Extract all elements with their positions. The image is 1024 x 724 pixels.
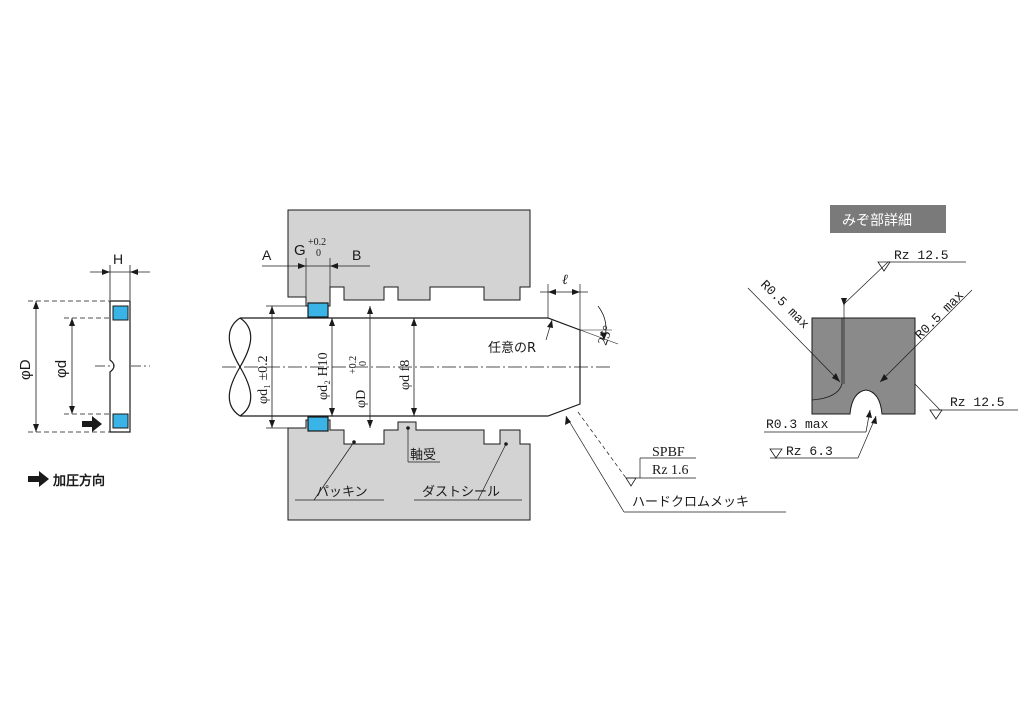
rz16-label: Rz 1.6	[652, 463, 689, 478]
phid-f8-label: φd f8	[398, 360, 413, 390]
phiD-label: φD	[17, 359, 34, 380]
packing-label: パッキン	[316, 485, 368, 500]
phid1-label: φd₁ ±0.2	[256, 355, 271, 404]
B-label: B	[352, 247, 361, 263]
rz125-top: Rz 12.5	[894, 248, 949, 263]
D-tol-lower: 0	[358, 361, 369, 366]
D-tol-upper: +0.2	[348, 356, 359, 374]
rz63: Rz 6.3	[786, 444, 833, 459]
phiD-main-label: φD	[354, 390, 369, 408]
groove-detail-view: みぞ部詳細 Rz 12.5 R0.5 max R0.5 max Rz 12.5 …	[747, 205, 1018, 459]
rz125-right: Rz 12.5	[950, 395, 1005, 410]
detail-title-badge	[830, 205, 946, 233]
r03: R0.3 max	[766, 417, 829, 432]
G-tol-upper: +0.2	[308, 237, 326, 248]
ell-label: ℓ	[562, 273, 568, 288]
angle-25-label: 25°	[596, 324, 617, 348]
A-label: A	[262, 247, 272, 263]
legend-text: 加圧方向	[52, 473, 105, 489]
r05-left: R0.5 max	[757, 277, 812, 332]
spbf-label: SPBF	[652, 445, 685, 460]
arrow-right-icon	[82, 416, 102, 432]
seal-side-view: H φD φd	[17, 251, 150, 433]
bearing-label: 軸受	[410, 448, 436, 463]
detail-title: みぞ部詳細	[842, 213, 912, 229]
pressure-direction-legend: 加圧方向	[28, 471, 105, 489]
G-tol-lower: 0	[316, 248, 321, 259]
hard-chrome-label: ハードクロムメッキ	[632, 495, 749, 510]
G-label: G	[294, 242, 306, 259]
phid2-label: φd₂ H10	[316, 352, 331, 400]
arrow-right-icon	[28, 471, 49, 487]
main-assembly-view: A B G +0.2 0 ℓ 25° 任意のR φd₁ ±0.2 φd₂ H10	[222, 209, 786, 521]
phid-label: φd	[53, 360, 70, 378]
dust-seal-label: ダストシール	[422, 485, 500, 500]
H-label: H	[113, 251, 123, 267]
arbitrary-R-label: 任意のR	[488, 340, 536, 356]
r05-right: R0.5 max	[912, 288, 967, 343]
